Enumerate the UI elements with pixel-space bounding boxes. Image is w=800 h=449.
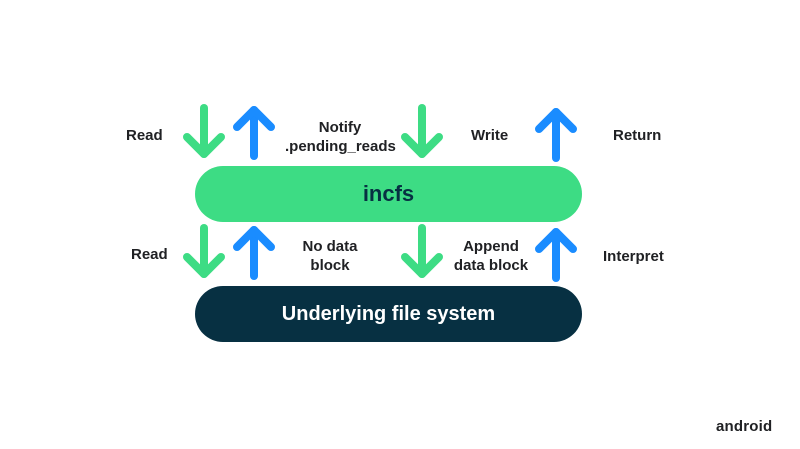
underlying-file-system-bar: Underlying file system bbox=[195, 286, 582, 342]
label-read-bottom: Read bbox=[131, 246, 168, 263]
label-interpret: Interpret bbox=[603, 248, 664, 265]
label-append-data-block: Append data block bbox=[448, 237, 534, 275]
arrow-down-green-write bbox=[401, 104, 443, 158]
label-notify-line1: Notify bbox=[318, 119, 362, 136]
label-write: Write bbox=[471, 127, 509, 144]
arrow-down-green-read-bottom bbox=[183, 224, 225, 278]
incfs-bar: incfs bbox=[195, 166, 582, 222]
label-notify-pending-reads: Notify .pending_reads bbox=[285, 118, 396, 156]
underlying-file-system-label: Underlying file system bbox=[281, 302, 496, 325]
arrow-up-blue-no-data bbox=[233, 226, 275, 280]
arrow-up-blue-notify bbox=[233, 106, 275, 160]
label-notify-line2: .pending_reads bbox=[285, 138, 396, 155]
label-append-line1: Append bbox=[463, 238, 519, 255]
arrow-up-blue-return bbox=[535, 108, 577, 162]
label-read-top: Read bbox=[126, 127, 163, 144]
label-return: Return bbox=[613, 127, 662, 144]
arrow-down-green-read-top bbox=[183, 104, 225, 158]
label-append-line2: data block bbox=[453, 257, 529, 274]
android-logo: android bbox=[716, 418, 773, 435]
label-no-data-line1: No data bbox=[302, 238, 358, 255]
label-no-data-block: No data block bbox=[290, 237, 370, 275]
arrow-down-green-append bbox=[401, 224, 443, 278]
label-no-data-line2: block bbox=[310, 257, 350, 274]
arrow-up-blue-interpret bbox=[535, 228, 577, 282]
incfs-label: incfs bbox=[362, 181, 415, 206]
